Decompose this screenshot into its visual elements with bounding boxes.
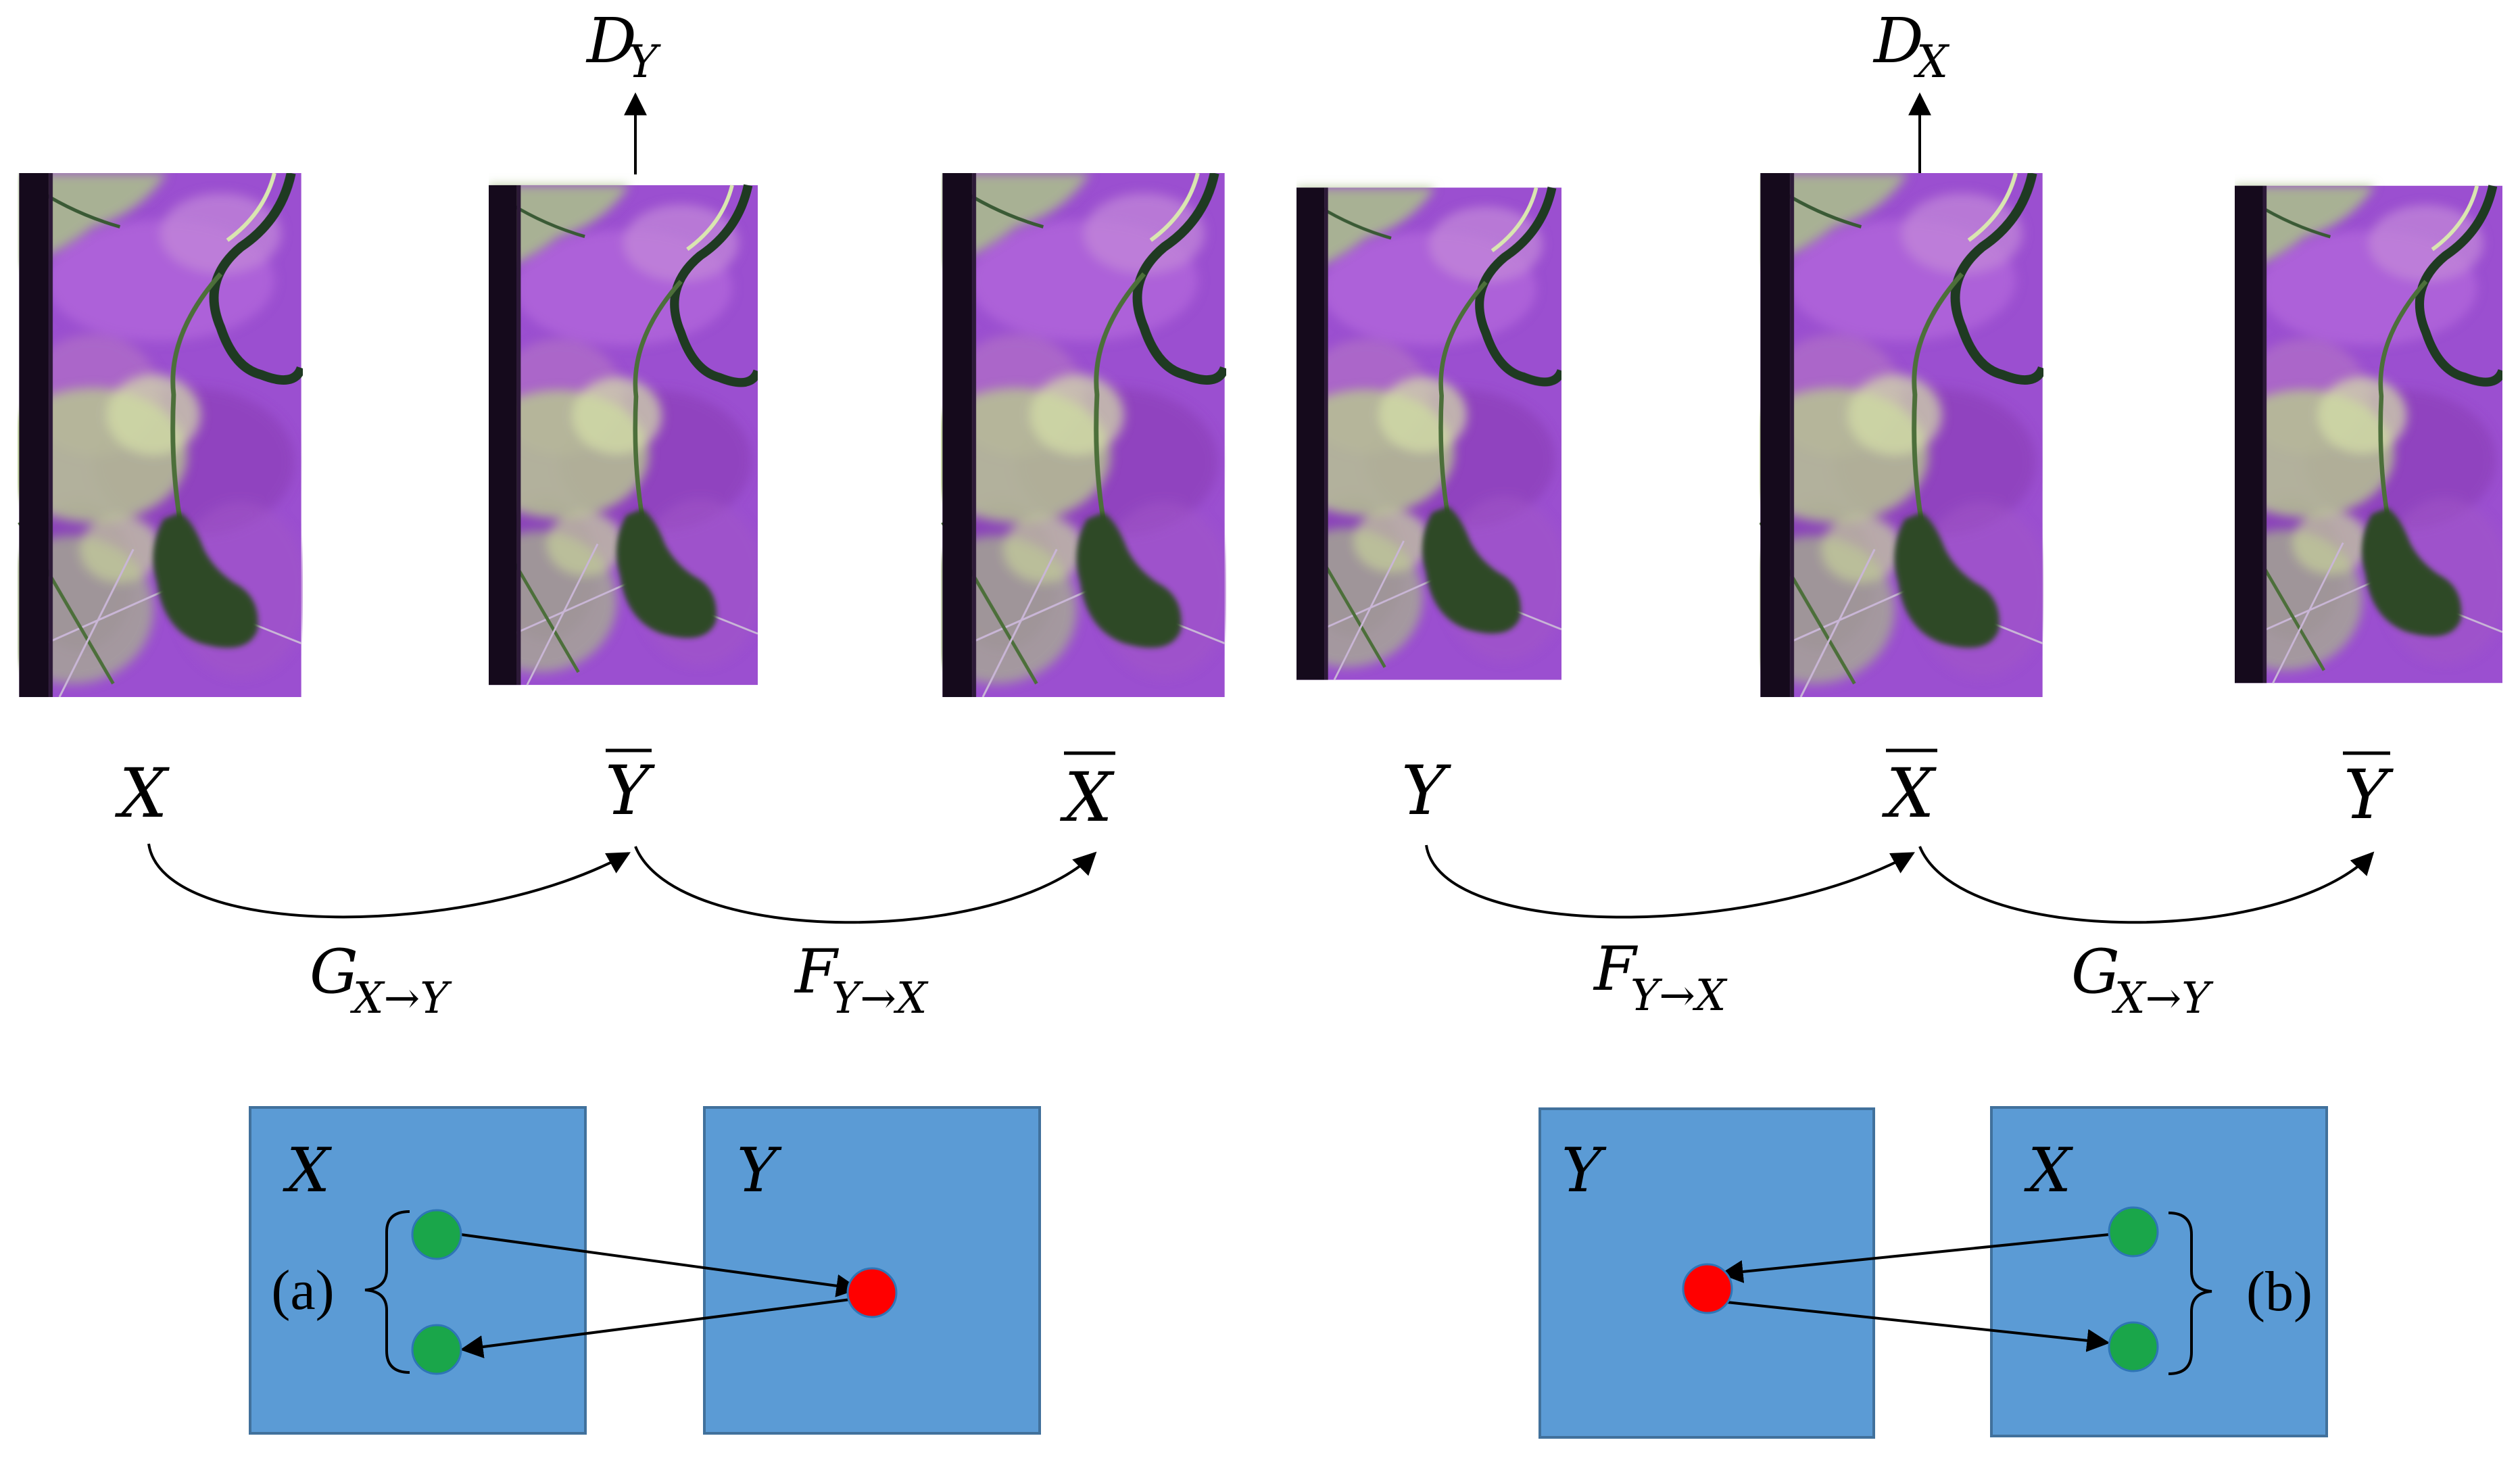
mapping-g-right-base: G (2071, 936, 2120, 1007)
panel-b-tag: (b) (2246, 1260, 2312, 1323)
discriminator-left-base: D (585, 5, 637, 77)
discriminator-right-base: D (1872, 5, 1924, 77)
mapping-g-right-sub: X→Y (2111, 974, 2214, 1024)
satellite-image-y-bar (463, 185, 764, 685)
panel-b-box-x-label: X (2024, 1135, 2074, 1206)
mapping-arrow-g-left (147, 843, 631, 919)
label-x: X (114, 754, 170, 833)
panel-b-green-point-bottom (2108, 1321, 2159, 1372)
panel-a-brace (364, 1210, 410, 1374)
panel-b-red-point (1682, 1263, 1733, 1314)
label-y-bar-2: Y (2344, 755, 2394, 834)
mapping-arrow-g-right (1918, 846, 2375, 924)
mapping-g-left-base: G (310, 936, 358, 1007)
panel-b-arrow-to-y (1720, 1233, 2110, 1283)
panel-b-box-y-label: Y (1561, 1135, 1607, 1206)
mapping-labels: G X→Y F Y→X F Y→X G X→Y (310, 934, 2214, 1024)
mapping-f-left-base: F (794, 936, 840, 1007)
mapping-f-left-sub: Y→X (831, 974, 929, 1024)
panel-a: X Y (a) (249, 1106, 1041, 1435)
mapping-arrow-f-left (634, 846, 1097, 924)
satellite-image-x-bar (916, 173, 1232, 697)
satellite-image-y-bar-2 (2209, 186, 2509, 683)
satellite-image-x-bar-2 (1734, 173, 2050, 697)
discriminator-right: D X (1872, 5, 1950, 174)
mapping-f-right-base: F (1593, 934, 1639, 1005)
discriminator-right-sub: X (1913, 36, 1950, 88)
mapping-arrows (147, 843, 2375, 924)
satellite-image-x (0, 173, 308, 697)
panel-a-box-y-label: Y (737, 1135, 782, 1206)
panel-b-box-x (1990, 1106, 2328, 1437)
discriminator-left-sub: Y (628, 36, 661, 88)
panel-a-box-x-label: X (283, 1135, 333, 1206)
discriminator-left: D Y (585, 5, 661, 174)
panel-a-arrow-back (460, 1298, 851, 1358)
panel-b-green-point-top (2108, 1206, 2159, 1258)
panel-a-tag: (a) (271, 1259, 334, 1322)
panel-b-arrow-to-x (1726, 1301, 2110, 1352)
mapping-arrow-f-right (1425, 844, 1915, 919)
panel-a-arrow-forward (460, 1233, 860, 1297)
panel-b: Y X (b) (1538, 1106, 2328, 1439)
label-y-bar: Y (605, 751, 655, 830)
panel-a-box-x (249, 1106, 587, 1435)
panel-a-red-point (846, 1267, 898, 1318)
panel-a-green-point-bottom (411, 1324, 462, 1375)
satellite-image-y (1271, 188, 1568, 680)
domain-labels: X Y X Y X Y (114, 748, 2394, 837)
satellite-images (0, 173, 2509, 697)
panel-a-green-point-top (411, 1209, 462, 1260)
label-x-bar-2: X (1881, 754, 1937, 833)
mapping-g-left-sub: X→Y (349, 974, 452, 1024)
mapping-f-right-sub: Y→X (1630, 971, 1728, 1021)
panel-b-brace (2168, 1212, 2212, 1375)
label-x-bar: X (1059, 758, 1115, 837)
label-y: Y (1401, 751, 1451, 830)
